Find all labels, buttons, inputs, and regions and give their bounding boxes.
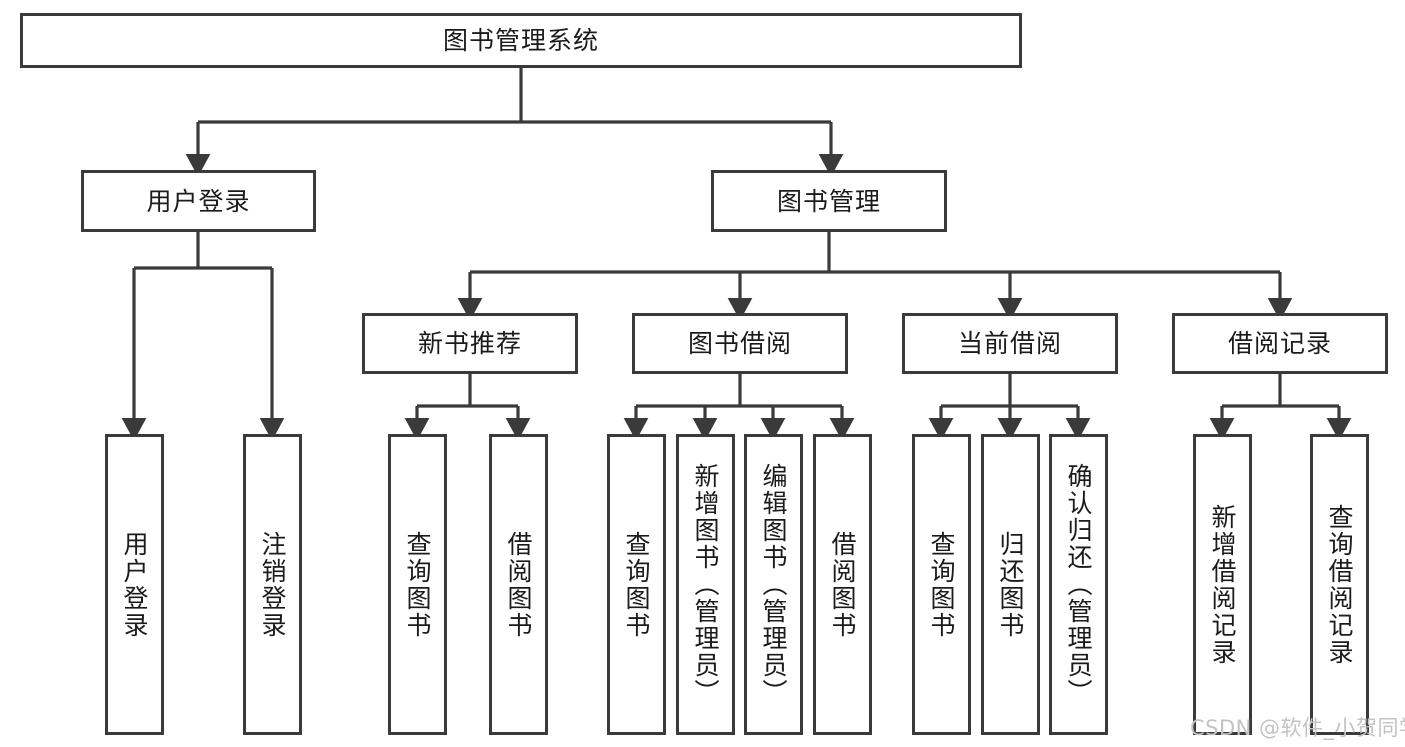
node-user-login[interactable]: 用户登录 xyxy=(81,170,316,232)
leaf-confirm-return-admin[interactable]: 确认归还（管理员） xyxy=(1049,434,1108,735)
node-root-book-management-system[interactable]: 图书管理系统 xyxy=(20,13,1022,68)
node-label: 图书管理 xyxy=(776,186,881,216)
node-label: 查询图书 xyxy=(622,530,651,639)
node-current-borrow[interactable]: 当前借阅 xyxy=(902,313,1118,374)
leaf-return-book[interactable]: 归还图书 xyxy=(981,434,1040,735)
node-label: 图书管理系统 xyxy=(442,26,599,55)
node-label: 图书借阅 xyxy=(687,329,792,358)
node-borrow-record[interactable]: 借阅记录 xyxy=(1172,313,1388,374)
node-label: 查询图书 xyxy=(927,530,956,639)
node-label: 借阅记录 xyxy=(1227,329,1332,358)
node-label: 用户登录 xyxy=(120,530,149,639)
node-label: 注销登录 xyxy=(258,530,287,639)
leaf-user-login[interactable]: 用户登录 xyxy=(105,434,164,735)
node-label: 归还图书 xyxy=(996,530,1025,639)
node-label: 新增图书（管理员） xyxy=(691,463,720,706)
node-label: 用户登录 xyxy=(146,186,251,216)
csdn-watermark: CSDN @软件_小贺同学 xyxy=(1190,716,1405,740)
leaf-logout-login[interactable]: 注销登录 xyxy=(243,434,302,735)
node-label: 查询借阅记录 xyxy=(1325,503,1354,666)
leaf-edit-book-admin[interactable]: 编辑图书（管理员） xyxy=(744,434,803,735)
node-book-management[interactable]: 图书管理 xyxy=(711,170,947,232)
node-label: 新书推荐 xyxy=(417,329,522,358)
node-label: 查询图书 xyxy=(403,530,432,639)
node-label: 借阅图书 xyxy=(828,530,857,639)
leaf-query-book-current[interactable]: 查询图书 xyxy=(912,434,971,735)
leaf-borrow-book-recommend[interactable]: 借阅图书 xyxy=(489,434,548,735)
leaf-borrow-book[interactable]: 借阅图书 xyxy=(813,434,872,735)
leaf-query-book-recommend[interactable]: 查询图书 xyxy=(388,434,447,735)
node-book-borrow[interactable]: 图书借阅 xyxy=(632,313,848,374)
leaf-query-borrow-record[interactable]: 查询借阅记录 xyxy=(1310,434,1369,735)
leaf-query-book-borrow[interactable]: 查询图书 xyxy=(607,434,666,735)
node-label: 编辑图书（管理员） xyxy=(759,463,788,706)
node-label: 借阅图书 xyxy=(504,530,533,639)
node-new-book-recommend[interactable]: 新书推荐 xyxy=(362,313,578,374)
leaf-add-book-admin[interactable]: 新增图书（管理员） xyxy=(676,434,735,735)
node-label: 确认归还（管理员） xyxy=(1064,463,1093,706)
node-label: 当前借阅 xyxy=(957,329,1062,358)
leaf-add-borrow-record[interactable]: 新增借阅记录 xyxy=(1193,434,1252,735)
node-label: 新增借阅记录 xyxy=(1208,503,1237,666)
